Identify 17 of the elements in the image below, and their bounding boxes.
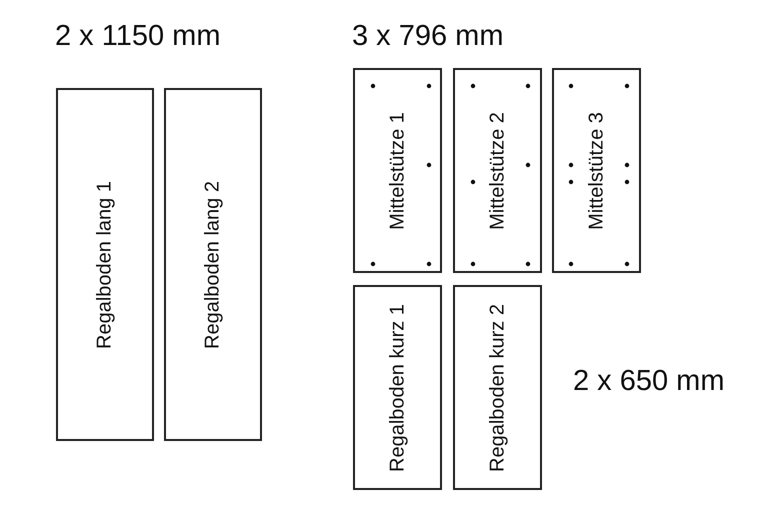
board-panel	[552, 68, 641, 273]
part-name: Regalboden lang 2	[202, 180, 224, 348]
board-panel	[453, 68, 542, 273]
part-name: Mittelstütze 2	[486, 112, 509, 230]
board-panel	[353, 68, 442, 273]
part-name: Mittelstütze 3	[585, 112, 608, 230]
board-panel	[164, 88, 262, 441]
board-panel	[353, 285, 442, 490]
quantity-dimension: 3 x 796 mm	[352, 20, 504, 53]
part-name: Regalboden kurz 2	[486, 304, 509, 472]
quantity-dimension: 2 x 1150 mm	[55, 20, 220, 53]
part-name: Mittelstütze 1	[386, 112, 409, 230]
part-name: Regalboden lang 1	[94, 180, 116, 348]
part-name: Regalboden kurz 1	[386, 304, 409, 472]
board-panel	[453, 285, 542, 490]
board-panel	[56, 88, 154, 441]
quantity-dimension: 2 x 650 mm	[573, 365, 724, 398]
